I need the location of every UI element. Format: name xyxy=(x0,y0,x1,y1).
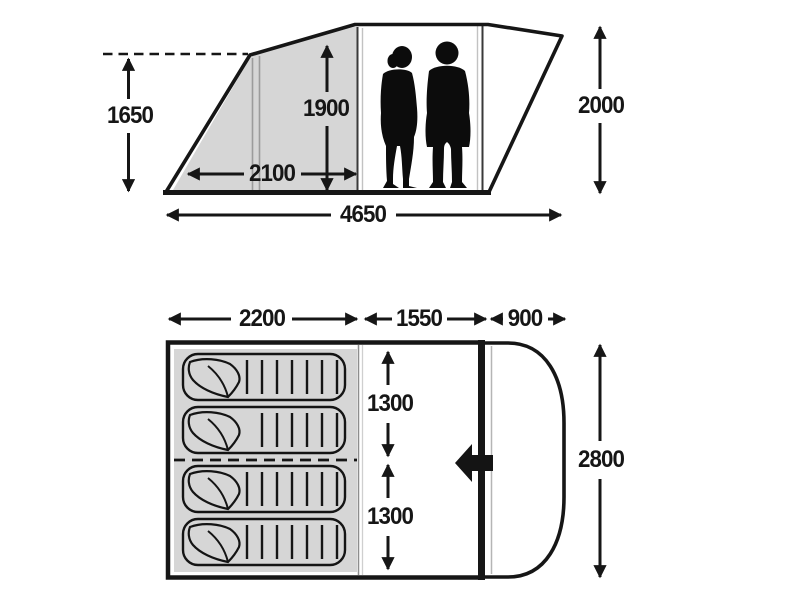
sleeping-bag xyxy=(181,405,347,455)
total-length-label: 4650 xyxy=(340,201,387,228)
bedroom-a-label: 1300 xyxy=(367,390,414,417)
canopy-outline xyxy=(484,341,566,579)
sleeping-bag-hood xyxy=(187,411,241,452)
sleeping-bag-hood xyxy=(187,523,241,564)
bedroom-section-label: 2200 xyxy=(239,305,286,332)
entrance-arrow-icon xyxy=(455,444,493,482)
floor-plan-diagram xyxy=(165,312,607,580)
living-section-label: 1550 xyxy=(396,305,443,332)
side-view-diagram xyxy=(103,22,607,222)
cabin-height-label: 2000 xyxy=(578,92,625,119)
sleeping-bag-hood xyxy=(187,470,241,511)
bedroom-b-label: 1300 xyxy=(367,503,414,530)
sleeping-bags-group xyxy=(181,352,347,567)
sleeping-bag xyxy=(181,517,347,567)
tent-outline xyxy=(164,22,564,193)
side-shaded-panel xyxy=(173,27,357,190)
canopy-depth-label: 900 xyxy=(507,305,543,332)
awning-width-label: 2100 xyxy=(249,160,296,187)
man-silhouette xyxy=(425,41,471,188)
sleeping-bag xyxy=(181,352,347,402)
awning-height-label: 1650 xyxy=(107,102,154,129)
inner-height-label: 1900 xyxy=(303,95,350,122)
woman-silhouette xyxy=(380,46,418,188)
overall-width-label: 2800 xyxy=(578,446,625,473)
sleeping-bag xyxy=(181,464,347,514)
sleeping-bag-hood xyxy=(187,358,241,399)
